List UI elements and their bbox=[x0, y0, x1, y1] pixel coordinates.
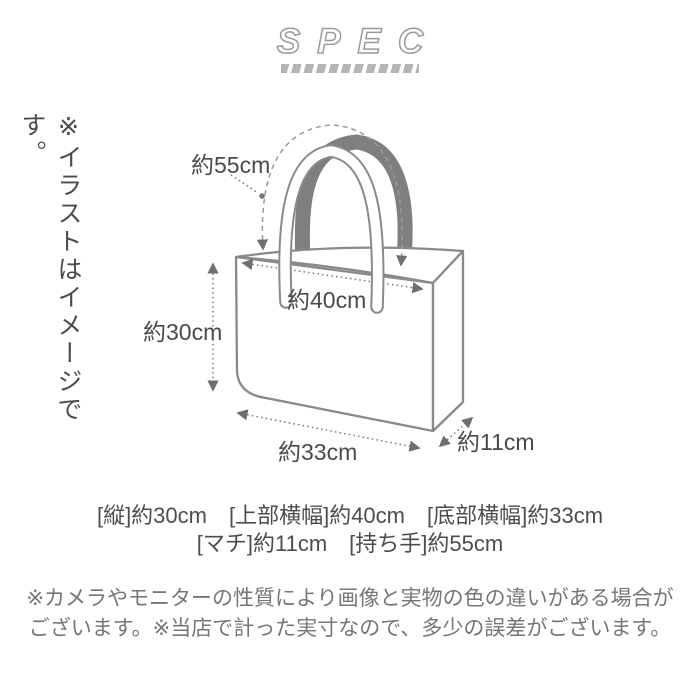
dim-leader-handle bbox=[230, 174, 259, 194]
page-title: SPEC bbox=[276, 21, 441, 62]
dim-label-top-width: 約40cm bbox=[287, 287, 367, 313]
dim-leader-dot bbox=[259, 193, 265, 199]
spec-header: SPEC bbox=[0, 0, 700, 73]
disclaimer-notes: ※カメラやモニターの性質により画像と実物の色の違いがある場合が ございます。※当… bbox=[0, 584, 700, 644]
dim-label-handle: 約55cm bbox=[191, 152, 271, 178]
disclaimer-line-2: ございます。※当店で計った実寸なので、多少の誤差がございます。 bbox=[28, 617, 672, 640]
hatched-divider bbox=[281, 64, 419, 73]
bag-front-handle bbox=[280, 146, 383, 312]
bag-back-handle bbox=[294, 134, 413, 260]
measurement-line-2: [マチ]約11cm [持ち手]約55cm bbox=[196, 531, 504, 556]
vertical-disclaimer-text: ※イラストはイメージです。 bbox=[18, 112, 82, 424]
dim-label-bottom-width: 約33cm bbox=[278, 439, 358, 465]
disclaimer-line-1: ※カメラやモニターの性質により画像と実物の色の違いがある場合が bbox=[26, 587, 674, 610]
dim-line-top-width bbox=[241, 258, 424, 294]
dim-arc-handle-length bbox=[256, 124, 408, 267]
measurement-summary: [縦]約30cm [上部横幅]約40cm [底部横幅]約33cm [マチ]約11… bbox=[0, 502, 700, 558]
dim-label-depth: 約11cm bbox=[457, 429, 535, 455]
dim-label-height: 約30cm bbox=[143, 319, 223, 345]
bag-side-face bbox=[431, 249, 465, 433]
measurement-line-1: [縦]約30cm [上部横幅]約40cm [底部横幅]約33cm bbox=[96, 503, 604, 528]
